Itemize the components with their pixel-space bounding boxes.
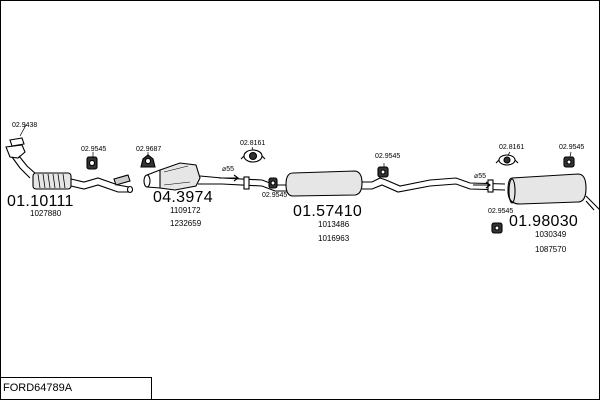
part-ref-rear-1: 1030349 [535,230,567,239]
catalyst-outlet [198,175,223,185]
gasket-02-9438 [9,137,25,147]
accessory-label-02-9438: 02.9438 [12,122,38,129]
connector-pipe [113,174,131,186]
part-code-centre-silencer: 01.57410 [293,203,363,220]
part-ref-catalyst-1: 1109172 [170,206,201,215]
catalytic-converter-body [159,162,201,191]
intermediate-pipe [221,177,290,192]
part-ref-centre-1: 1013486 [318,220,350,229]
hanger-02-9545-c [377,166,389,178]
front-pipe-flange [5,144,26,159]
hanger-02-9545-d [563,156,575,168]
rear-silencer [507,173,587,205]
centre-silencer [285,170,363,197]
hanger-02-9545-e [491,222,503,234]
diameter-arrow-2 [473,181,491,189]
hanger-02-9545-b [268,177,278,189]
accessory-label-02-9687: 02.9687 [136,146,162,153]
diameter-label-2: ⌀55 [474,173,487,180]
rear-link-pipe [362,177,506,193]
accessory-label-02-9545-c: 02.9545 [375,153,401,160]
drawing-title: FORD64789A [0,377,152,400]
part-ref-front-pipe: 1027880 [30,209,62,218]
accessory-label-02-9545-b: 02.9545 [262,192,288,199]
accessory-label-02-9545-a: 02.9545 [81,146,107,153]
part-ref-catalyst-2: 1232659 [170,219,202,228]
accessory-label-02-9545-d: 02.9545 [559,144,585,151]
part-ref-rear-2: 1087570 [535,245,567,254]
pipe-clamp-1 [243,176,250,190]
front-pipe [70,177,130,193]
part-code-rear-silencer: 01.98030 [509,213,579,230]
accessory-label-02-9545-e: 02.9545 [488,208,514,215]
hanger-02-9545-a [86,156,98,170]
part-code-catalyst: 04.3974 [153,189,213,206]
flex-joint [32,172,72,190]
front-pipe-end [126,185,134,194]
accessory-label-02-8161-b: 02.8161 [499,144,525,151]
clamp-02-8161-a [240,149,266,163]
clamp-02-8161-b [495,154,519,166]
part-code-front-pipe: 01.10111 [7,193,74,210]
part-ref-centre-2: 1016963 [318,234,350,243]
accessory-label-02-8161-a: 02.8161 [240,140,266,147]
catalyst-inlet [146,169,161,189]
front-pipe-elbow [11,155,37,179]
mount-02-9687 [140,154,156,168]
diameter-label-1: ⌀55 [222,166,235,173]
tail-pipe [585,195,600,211]
diameter-arrow-1 [219,174,239,182]
